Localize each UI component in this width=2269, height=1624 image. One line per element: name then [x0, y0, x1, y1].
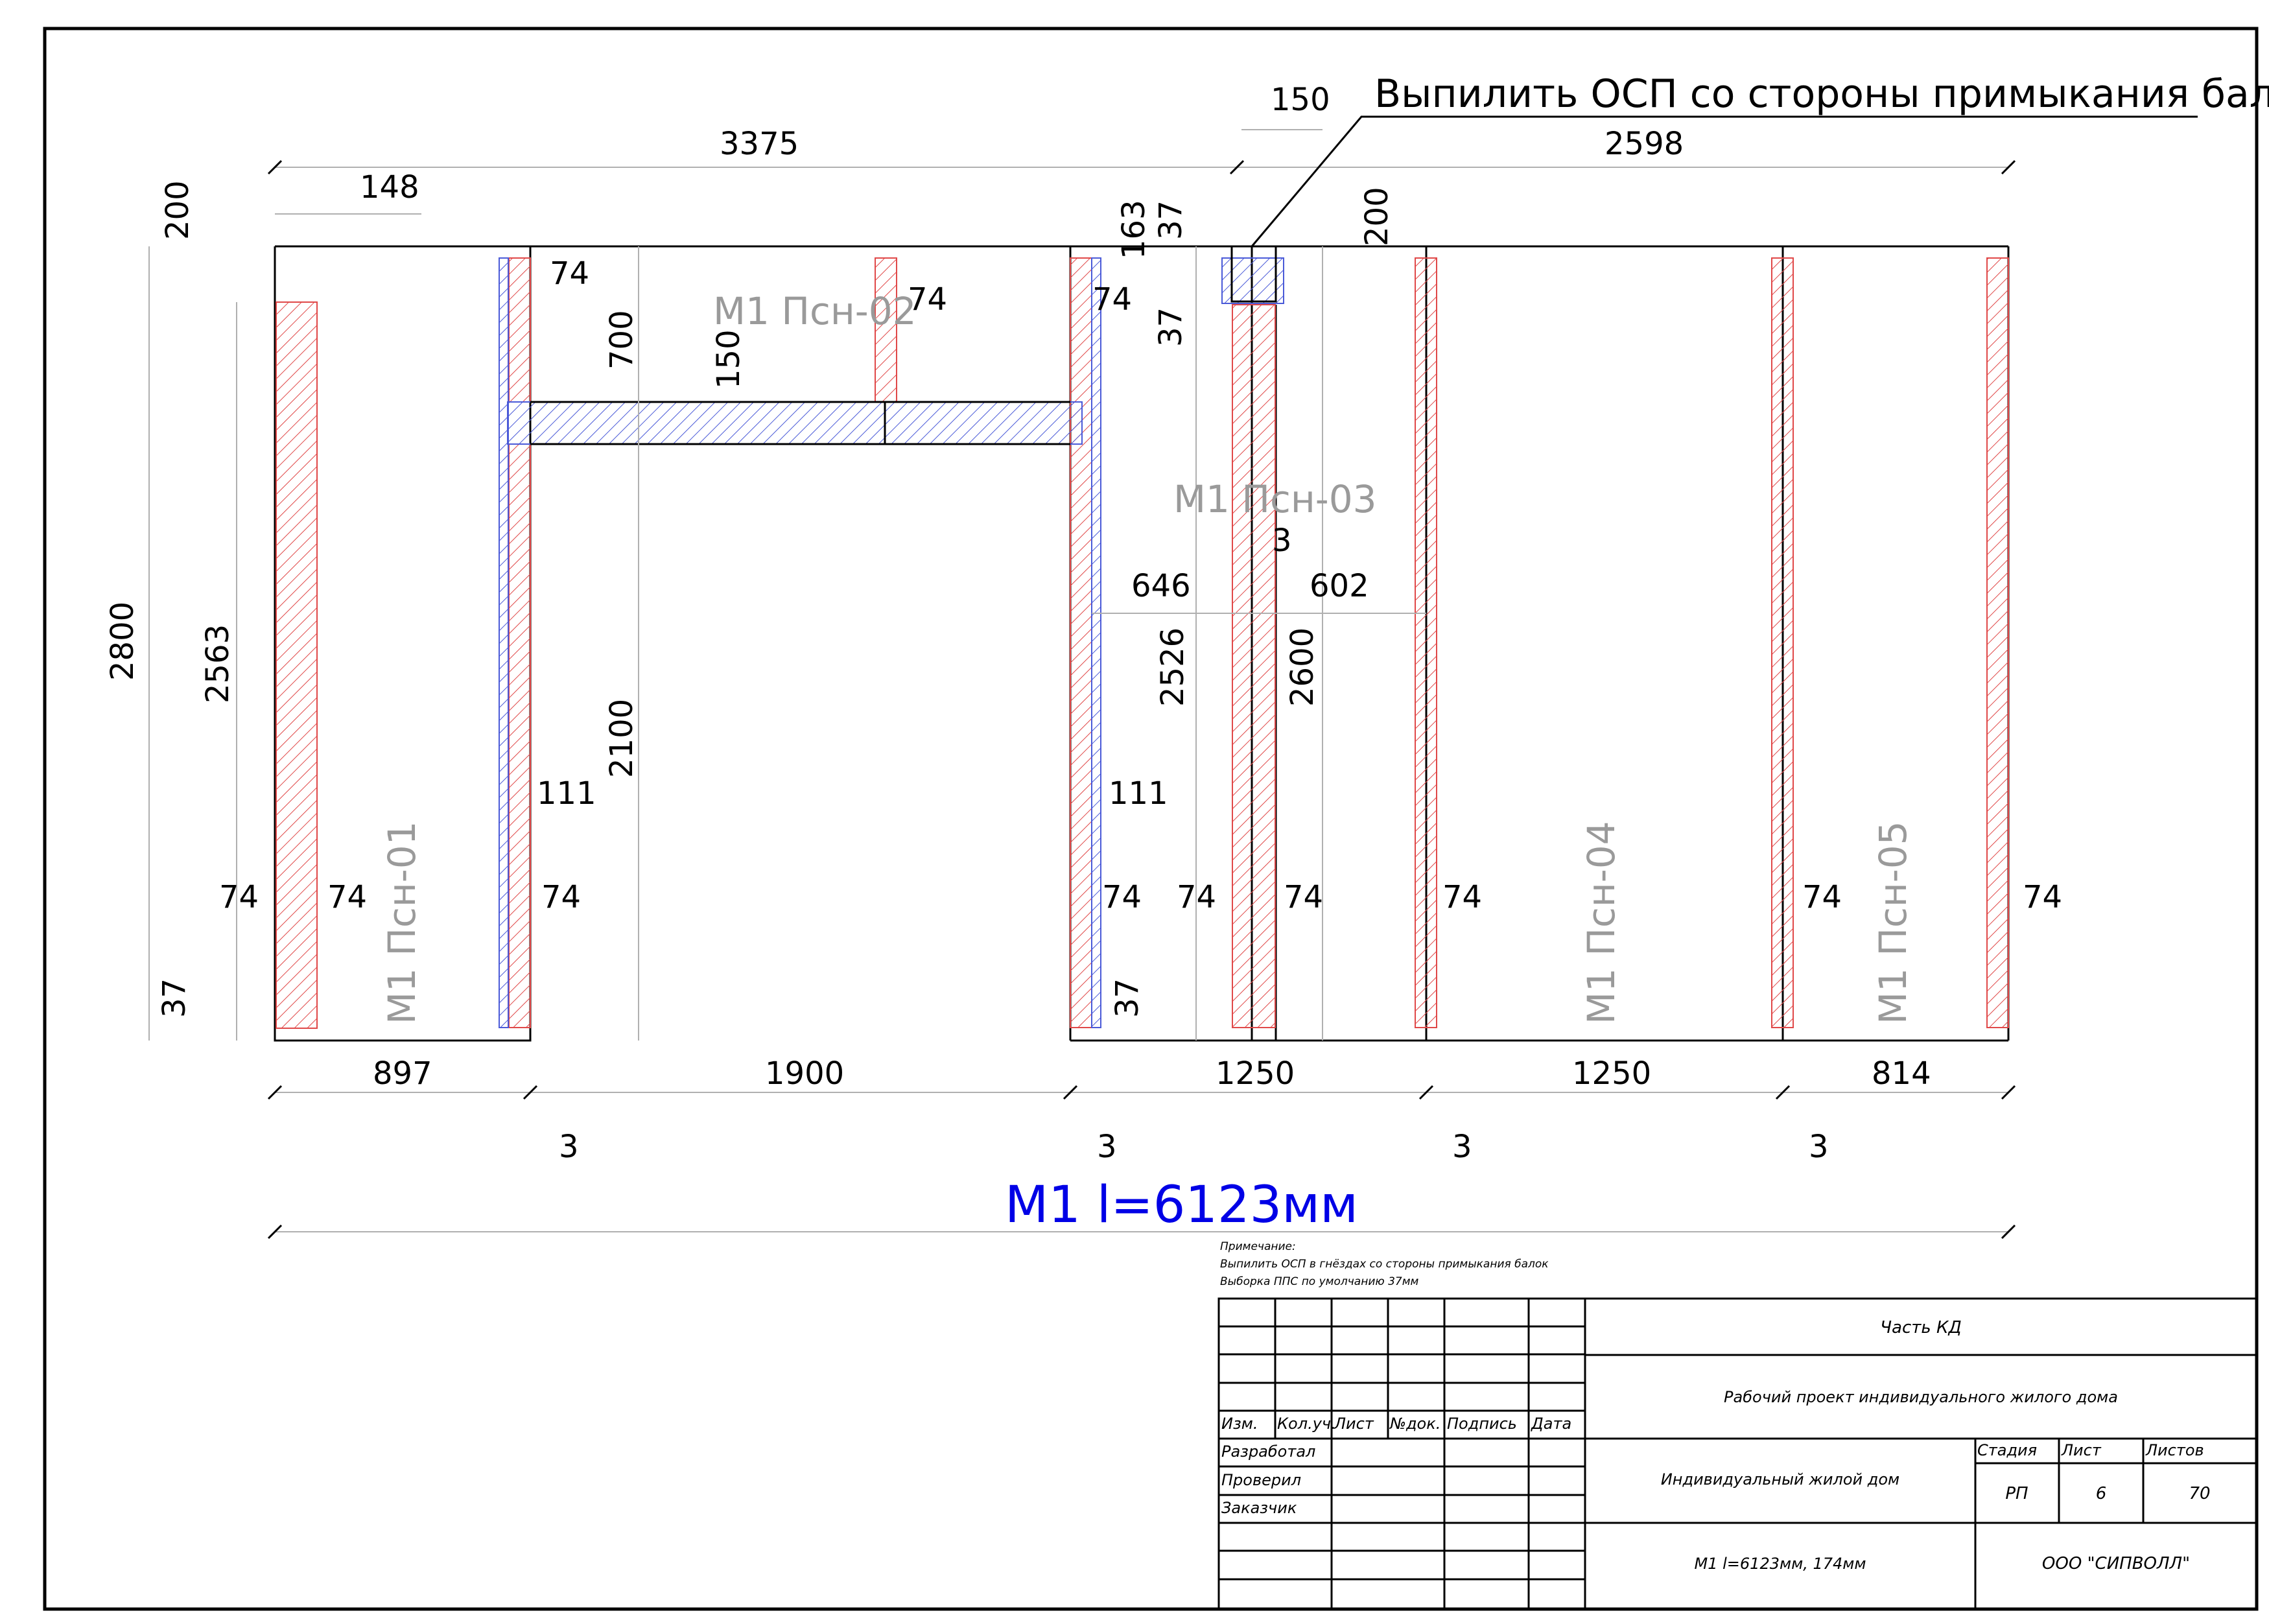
- length-title: М1 l=6123мм: [1005, 1176, 1358, 1234]
- dim-37-top: 37: [1153, 200, 1189, 240]
- dim-37-left: 37: [156, 978, 193, 1018]
- dim-2526: 2526: [1155, 628, 1191, 707]
- dim-2600: 2600: [1284, 628, 1321, 707]
- dim-74-e: 74: [327, 879, 367, 915]
- dim-3-mid: 3: [1272, 523, 1292, 559]
- role-razrabotal: Разработал: [1221, 1442, 1315, 1461]
- dim-37-bottom: 37: [1109, 978, 1146, 1018]
- dim-163: 163: [1116, 200, 1152, 259]
- header-podpis: Подпись: [1447, 1415, 1517, 1433]
- dim-3375: 3375: [720, 126, 799, 162]
- header-kol: Кол.уч.: [1277, 1415, 1336, 1433]
- header-data: Дата: [1531, 1415, 1571, 1433]
- dim-3-b: 3: [1097, 1129, 1117, 1165]
- dim-74-d: 74: [219, 879, 259, 915]
- header-beam-outline: [530, 246, 1277, 445]
- panel-label-05: М1 Псн-05: [1871, 821, 1915, 1024]
- dim-2563: 2563: [200, 624, 236, 703]
- dim-700: 700: [604, 310, 640, 370]
- value-sheets: 70: [2189, 1484, 2210, 1503]
- dimension-lines: [148, 129, 2008, 1232]
- panel-label-02: М1 Псн-02: [713, 289, 917, 333]
- dim-2598: 2598: [1605, 126, 1684, 162]
- insulation-blocks: [499, 257, 1284, 1028]
- header-ndok: №док.: [1389, 1415, 1440, 1433]
- dim-74-h: 74: [1177, 879, 1216, 915]
- dim-74-c: 74: [1092, 281, 1132, 318]
- dim-3-c: 3: [1452, 1129, 1472, 1165]
- dim-1900: 1900: [765, 1055, 844, 1092]
- panel-label-03: М1 Псн-03: [1173, 477, 1377, 521]
- dim-37-mid: 37: [1153, 307, 1189, 347]
- dim-3-a: 3: [559, 1129, 579, 1165]
- title-project: Рабочий проект индивидуального жилого до…: [1724, 1388, 2118, 1406]
- dim-200-right: 200: [1359, 187, 1395, 246]
- dim-74-f: 74: [541, 879, 581, 915]
- dim-814: 814: [1872, 1055, 1931, 1092]
- dim-646: 646: [1131, 568, 1191, 604]
- callout-text: Выпилить ОСП со стороны примыкания балки: [1374, 71, 2269, 117]
- title-object: Индивидуальный жилой дом: [1661, 1470, 1899, 1489]
- dim-111-a: 111: [537, 775, 596, 812]
- panel-label-04: М1 Псн-04: [1579, 821, 1623, 1024]
- dim-897: 897: [373, 1055, 432, 1092]
- role-zakazchik: Заказчик: [1221, 1499, 1297, 1517]
- dim-200-left: 200: [159, 180, 196, 240]
- dim-74-l: 74: [2023, 879, 2062, 915]
- header-izm: Изм.: [1221, 1415, 1258, 1433]
- dim-74-b: 74: [908, 281, 947, 318]
- dim-2800: 2800: [104, 602, 141, 681]
- dim-602: 602: [1310, 568, 1369, 604]
- value-sheet: 6: [2096, 1484, 2107, 1503]
- dim-74-k: 74: [1802, 879, 1842, 915]
- label-stage: Стадия: [1977, 1441, 2037, 1459]
- note-line-1: Выпилить ОСП в гнёздах со стороны примык…: [1220, 1258, 1549, 1271]
- dim-150-top: 150: [1271, 82, 1330, 118]
- title-company: ООО "СИПВОЛЛ": [2042, 1554, 2190, 1573]
- note-line-2: Выборка ППС по умолчанию 37мм: [1220, 1275, 1419, 1288]
- dim-74-j: 74: [1442, 879, 1482, 915]
- dim-111-b: 111: [1109, 775, 1168, 812]
- wall-outline: [274, 245, 2010, 1042]
- dimension-ticks: [267, 159, 2016, 1240]
- dim-150-header: 150: [711, 329, 747, 389]
- label-sheets: Листов: [2145, 1441, 2204, 1459]
- note-heading: Примечание:: [1220, 1240, 1296, 1253]
- dim-74-i: 74: [1284, 879, 1323, 915]
- label-sheet: Лист: [2061, 1441, 2102, 1459]
- value-stage: РП: [2005, 1484, 2028, 1503]
- header-list: Лист: [1334, 1415, 1374, 1433]
- sheet-frame: [43, 27, 2259, 1611]
- dim-1250-a: 1250: [1216, 1055, 1295, 1092]
- title-part: Часть КД: [1880, 1318, 1962, 1337]
- timber-studs: [276, 257, 2009, 1029]
- title-sheet-name: М1 l=6123мм, 174мм: [1695, 1555, 1866, 1573]
- callout-leader: [1251, 115, 2198, 247]
- dim-1250-b: 1250: [1572, 1055, 1651, 1092]
- dim-2100: 2100: [604, 699, 640, 778]
- title-block-grid: [1217, 1297, 2258, 1610]
- dim-3-d: 3: [1809, 1129, 1829, 1165]
- panel-label-01: М1 Псн-01: [380, 821, 424, 1024]
- dim-74-a: 74: [550, 255, 589, 292]
- role-proveril: Проверил: [1221, 1471, 1301, 1489]
- dim-74-g: 74: [1102, 879, 1142, 915]
- dim-148: 148: [360, 169, 419, 206]
